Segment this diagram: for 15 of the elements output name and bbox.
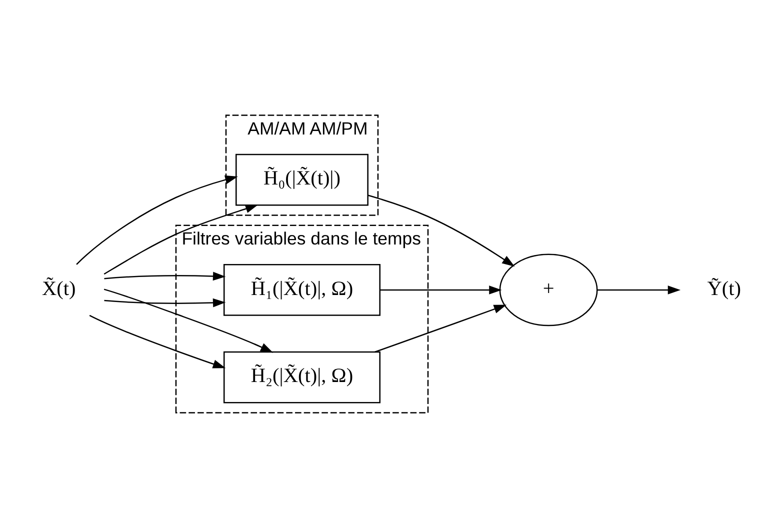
node-text: X̃(t) — [42, 277, 76, 300]
arrow — [380, 285, 502, 294]
arrow — [374, 304, 507, 352]
arrow — [89, 314, 226, 368]
arrow — [368, 194, 515, 266]
arrow — [104, 204, 258, 274]
arrow — [76, 174, 238, 264]
node-text: Ỹ(t) — [707, 277, 742, 300]
arrow — [104, 271, 226, 280]
arrow — [104, 288, 274, 352]
node-box: H̃₁(|X̃(t)|, Ω) — [223, 264, 380, 316]
arrow — [597, 285, 681, 294]
node-box: H̃₀(|X̃(t)|) — [236, 153, 368, 206]
arrow — [104, 298, 226, 307]
node-box: H̃₂(|X̃(t)|, Ω) — [223, 350, 380, 403]
